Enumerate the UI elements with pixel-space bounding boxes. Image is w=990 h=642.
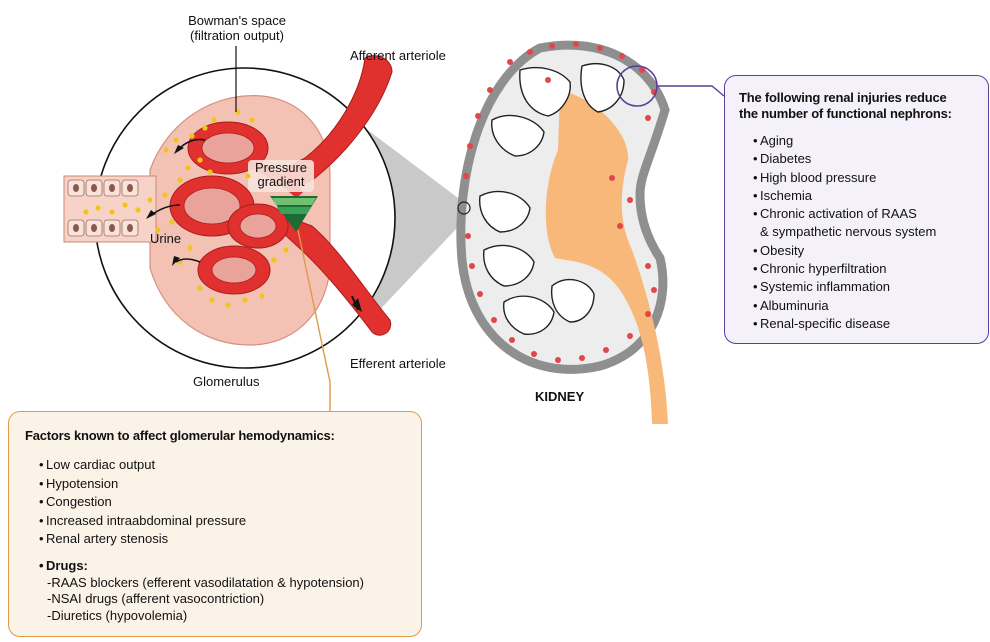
- list-item: •Renal artery stenosis: [39, 530, 411, 549]
- drug-item: -NSAI drugs (afferent vasocontriction): [39, 591, 411, 608]
- renal-injuries-title-line1: The following renal injuries reduce: [739, 90, 978, 106]
- renal-injuries-title-line2: the number of functional nephrons:: [739, 106, 978, 122]
- afferent-arteriole-label: Afferent arteriole: [350, 48, 446, 63]
- list-item: •Increased intraabdominal pressure: [39, 512, 411, 531]
- bowmans-space-label-line1: Bowman's space: [172, 13, 302, 28]
- pressure-gradient-label-line1: Pressure: [250, 161, 312, 175]
- drug-item: -Diuretics (hypovolemia): [39, 608, 411, 625]
- list-item: •Chronic activation of RAAS: [753, 205, 978, 223]
- efferent-arteriole-label: Efferent arteriole: [350, 356, 446, 371]
- pressure-gradient-label-line2: gradient: [250, 175, 312, 189]
- renal-injuries-list: •Aging •Diabetes •High blood pressure •I…: [739, 132, 978, 333]
- drugs-title: •Drugs:: [39, 557, 411, 575]
- kidney: [458, 41, 668, 424]
- list-item: •Hypotension: [39, 475, 411, 494]
- list-item: •Ischemia: [753, 187, 978, 205]
- hemodynamics-factors-box: Factors known to affect glomerular hemod…: [8, 411, 422, 637]
- list-item: & sympathetic nervous system: [753, 223, 978, 241]
- hemodynamics-factors-title: Factors known to affect glomerular hemod…: [25, 428, 411, 444]
- injuries-pointer-line: [657, 86, 724, 96]
- drugs-section: •Drugs: -RAAS blockers (efferent vasodil…: [39, 557, 411, 625]
- list-item: •Obesity: [753, 242, 978, 260]
- hemodynamics-factors-list: •Low cardiac output •Hypotension •Conges…: [25, 456, 411, 549]
- list-item: •Chronic hyperfiltration: [753, 260, 978, 278]
- bowmans-space-label: Bowman's space (filtration output): [172, 13, 302, 43]
- drug-item: -RAAS blockers (efferent vasodilatation …: [39, 575, 411, 592]
- bowmans-space-label-line2: (filtration output): [172, 28, 302, 43]
- renal-injuries-title: The following renal injuries reduce the …: [739, 90, 978, 122]
- glomerulus-label: Glomerulus: [193, 374, 259, 389]
- kidney-label: KIDNEY: [535, 389, 584, 404]
- list-item: •Diabetes: [753, 150, 978, 168]
- list-item: •Renal-specific disease: [753, 315, 978, 333]
- list-item: •Aging: [753, 132, 978, 150]
- list-item: •High blood pressure: [753, 169, 978, 187]
- renal-injuries-box: The following renal injuries reduce the …: [724, 75, 989, 344]
- list-item: •Systemic inflammation: [753, 278, 978, 296]
- list-item: •Albuminuria: [753, 297, 978, 315]
- pressure-gradient-label: Pressure gradient: [250, 161, 312, 189]
- list-item: •Congestion: [39, 493, 411, 512]
- urine-label: Urine: [150, 231, 181, 246]
- list-item: •Low cardiac output: [39, 456, 411, 475]
